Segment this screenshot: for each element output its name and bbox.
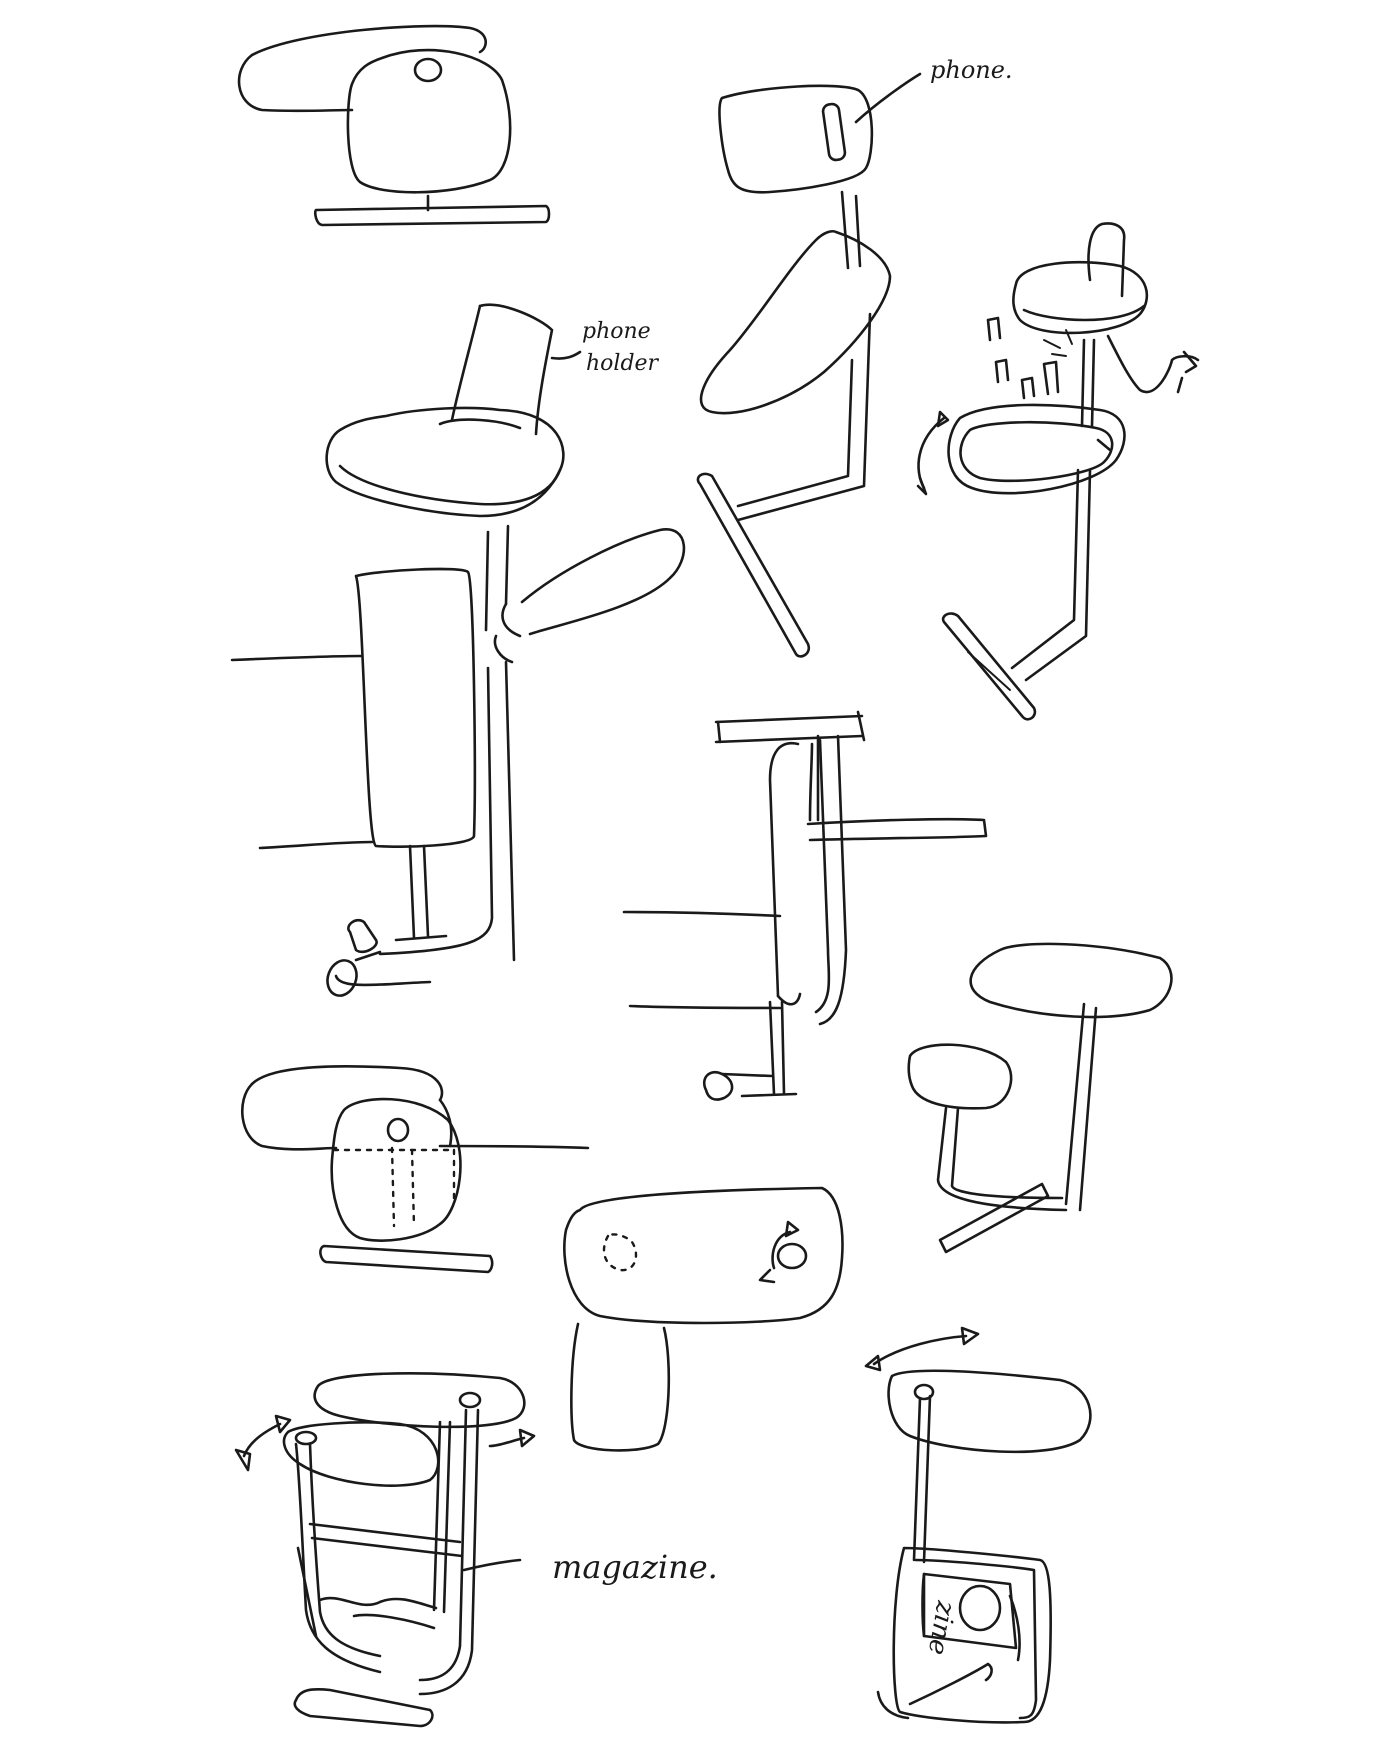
sketch-9-magazine-rack-table [234,1372,536,1728]
annotation-phone-holder-line2: holder [586,351,660,376]
annotation-phone: phone. [930,56,1013,84]
sketch-4-phone-holder-table [230,303,686,997]
sketch-8-wall-dial-table [563,1186,844,1452]
sketch-6-dual-top-table [907,942,1173,1254]
sketch-1-round-top-table [237,24,551,227]
sketch-5-t-top-table [622,710,988,1101]
sketch-7-dotted-leg-table [240,1065,590,1274]
annotation-phone-holder-line1: phone [582,319,651,344]
annotation-magazine: magazine. [552,1548,718,1586]
magazine-cover-text: zine [922,1598,961,1658]
sketch-3-speaker-table [916,222,1200,721]
sketch-10-magazine-pocket-table [864,1326,1092,1724]
sketch-2-phone-stand-table [696,72,922,658]
annotation-phone-holder-leader [550,350,582,360]
